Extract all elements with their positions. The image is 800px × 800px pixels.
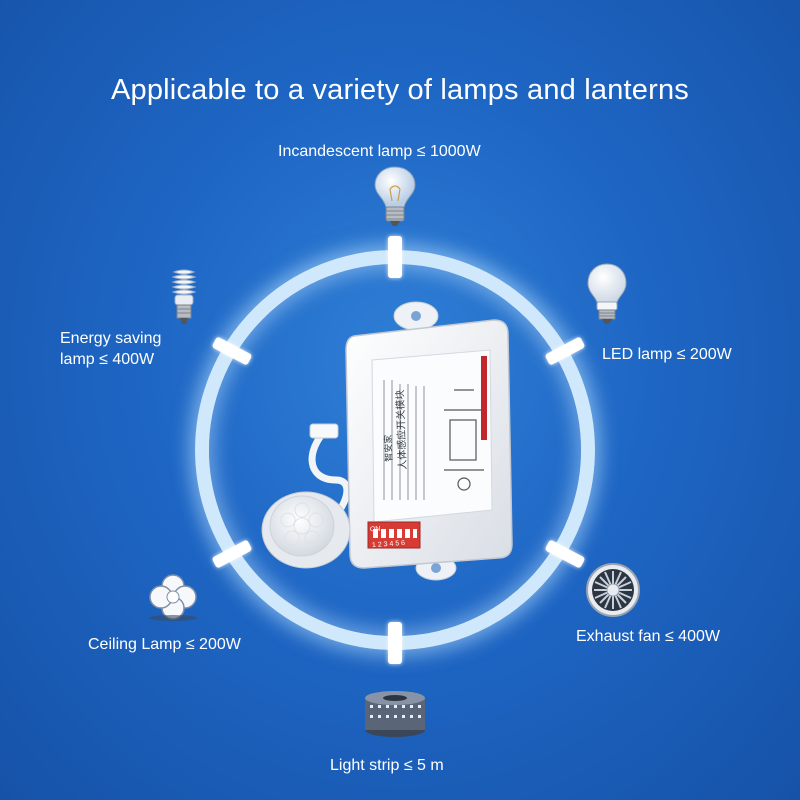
switch-module-body xyxy=(344,300,520,587)
label-energy-saving-2: lamp ≤ 400W xyxy=(60,351,155,368)
label-incandescent: Incandescent lamp ≤ 1000W xyxy=(278,143,481,160)
exhaust-fan-icon xyxy=(585,562,641,618)
incandescent-bulb-icon xyxy=(372,165,418,227)
label-energy-saving-1: Energy saving xyxy=(60,330,162,347)
module-product-name: 人体感应开关模块 xyxy=(395,389,409,470)
tick-top xyxy=(388,236,402,278)
label-exhaust-fan: Exhaust fan ≤ 400W xyxy=(576,628,720,645)
label-light-strip: Light strip ≤ 5 m xyxy=(330,757,444,774)
ceiling-lamp-icon xyxy=(140,572,206,622)
tick-bottom xyxy=(388,622,402,664)
cfl-bulb-icon xyxy=(168,268,200,326)
led-strip-reel-icon xyxy=(362,690,428,738)
label-ceiling: Ceiling Lamp ≤ 200W xyxy=(88,636,241,653)
led-bulb-icon xyxy=(586,262,628,326)
label-led: LED lamp ≤ 200W xyxy=(602,346,732,363)
pir-sensor-head xyxy=(258,486,352,575)
dip-on-label: ON xyxy=(369,525,381,534)
page-title: Applicable to a variety of lamps and lan… xyxy=(110,74,690,106)
